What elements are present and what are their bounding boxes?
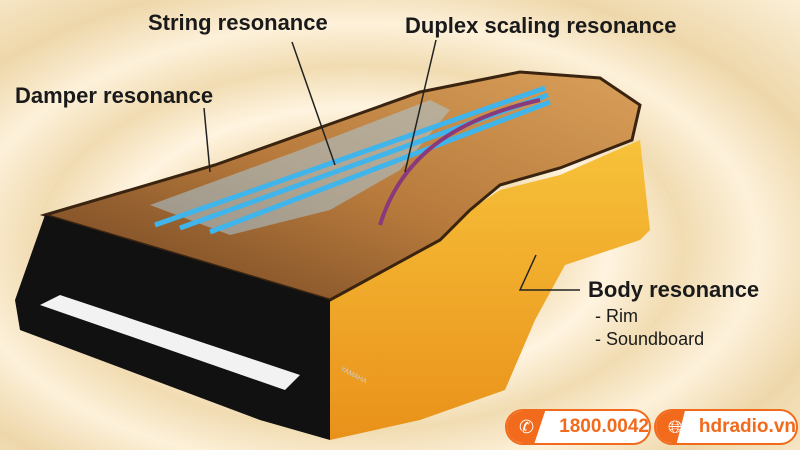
phone-icon: ✆ bbox=[507, 411, 546, 443]
globe-icon: 🌐︎ bbox=[656, 411, 685, 443]
piano-keyboard-case bbox=[15, 215, 330, 440]
piano-body-side bbox=[330, 140, 650, 440]
website-badge[interactable]: 🌐︎ hdradio.vn bbox=[654, 409, 798, 445]
duplex-scaling bbox=[378, 98, 541, 226]
label-duplex-scaling-resonance: Duplex scaling resonance bbox=[405, 13, 677, 38]
label-rim: - Rim bbox=[595, 306, 638, 326]
string-highlight bbox=[209, 99, 551, 235]
leader-lines bbox=[203, 39, 580, 291]
piano-keys bbox=[40, 295, 300, 390]
phone-number: 1800.0042 bbox=[559, 416, 649, 437]
label-damper-resonance: Damper resonance bbox=[15, 83, 214, 108]
phone-badge[interactable]: ✆ 1800.0042 bbox=[505, 409, 651, 445]
website-link[interactable]: hdradio.vn bbox=[698, 416, 796, 437]
label-string-resonance: String resonance bbox=[148, 10, 328, 35]
label-body-resonance: Body resonance bbox=[588, 277, 760, 302]
string-highlight bbox=[154, 85, 546, 228]
label-soundboard: - Soundboard bbox=[595, 329, 705, 349]
